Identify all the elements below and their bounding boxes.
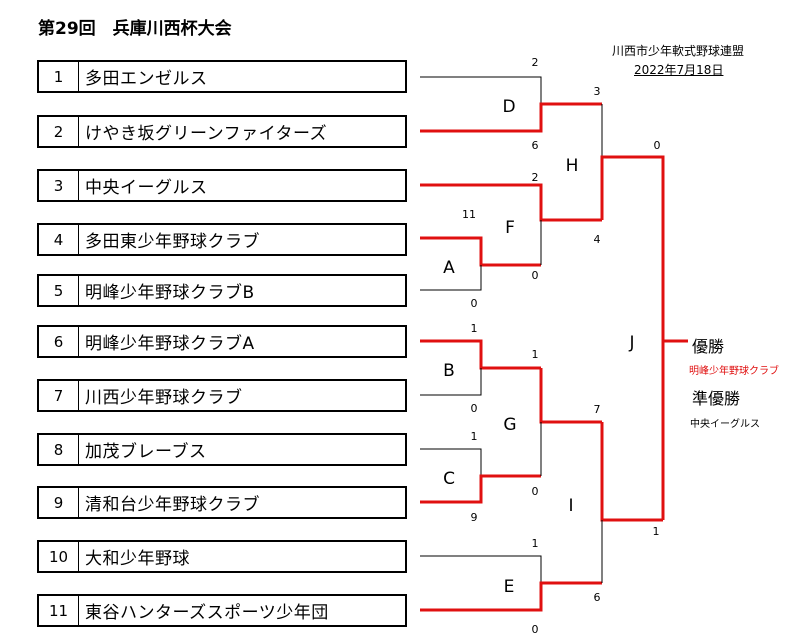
team-number: 4 bbox=[39, 225, 79, 254]
team-number: 2 bbox=[39, 117, 79, 146]
team-name: 清和台少年野球クラブ bbox=[85, 495, 260, 515]
game-g-lines bbox=[539, 368, 602, 476]
game-label-g: G bbox=[503, 415, 516, 435]
team-entry: 11 東谷ハンターズスポーツ少年団 bbox=[37, 594, 407, 627]
game-label-b: B bbox=[443, 361, 455, 381]
game-c-lines bbox=[420, 448, 541, 504]
score: 9 bbox=[471, 511, 478, 524]
tournament-date: 2022年7月18日 bbox=[634, 63, 724, 77]
game-h-lines bbox=[600, 104, 665, 341]
team-name: 多田エンゼルス bbox=[85, 69, 208, 89]
game-f-lines bbox=[420, 183, 602, 265]
score: 1 bbox=[471, 322, 478, 335]
score: 11 bbox=[462, 208, 476, 221]
team-entry: 5 明峰少年野球クラブB bbox=[37, 274, 407, 307]
team-entry: 10 大和少年野球 bbox=[37, 540, 407, 573]
team-name: 中央イーグルス bbox=[85, 178, 208, 198]
team-entry: 8 加茂ブレーブス bbox=[37, 433, 407, 466]
game-j-lines bbox=[661, 339, 688, 520]
tournament-title: 第29回 兵庫川西杯大会 bbox=[38, 19, 232, 39]
team-name: 明峰少年野球クラブB bbox=[85, 283, 255, 303]
score: 7 bbox=[594, 403, 601, 416]
team-entry: 2 けやき坂グリーンファイターズ bbox=[37, 115, 407, 148]
game-label-c: C bbox=[443, 469, 455, 489]
score: 4 bbox=[594, 233, 601, 246]
game-i-lines bbox=[600, 422, 663, 583]
runner-up-label: 準優勝 bbox=[692, 389, 741, 408]
team-name: 明峰少年野球クラブA bbox=[85, 334, 255, 354]
game-label-h: H bbox=[566, 156, 579, 176]
team-name: 川西少年野球クラブ bbox=[85, 388, 243, 408]
game-a-lines bbox=[420, 236, 541, 291]
score: 0 bbox=[471, 402, 478, 415]
team-entry: 1 多田エンゼルス bbox=[37, 60, 407, 93]
score: 1 bbox=[471, 430, 478, 443]
team-entry: 4 多田東少年野球クラブ bbox=[37, 223, 407, 256]
game-d-lines bbox=[420, 76, 602, 133]
team-number: 7 bbox=[39, 381, 79, 410]
champion-label: 優勝 bbox=[692, 337, 725, 356]
team-name: 加茂ブレーブス bbox=[85, 442, 207, 462]
team-entry: 7 川西少年野球クラブ bbox=[37, 379, 407, 412]
score: 2 bbox=[532, 56, 539, 69]
game-label-f: F bbox=[505, 218, 515, 238]
team-number: 6 bbox=[39, 327, 79, 356]
game-b-lines bbox=[420, 339, 541, 396]
team-number: 1 bbox=[39, 62, 79, 91]
team-number: 9 bbox=[39, 488, 79, 517]
team-number: 11 bbox=[39, 596, 79, 625]
score: 1 bbox=[532, 537, 539, 550]
team-name: 大和少年野球 bbox=[85, 549, 190, 569]
game-label-e: E bbox=[504, 577, 515, 597]
team-number: 10 bbox=[39, 542, 79, 571]
score: 0 bbox=[532, 269, 539, 282]
team-name: けやき坂グリーンファイターズ bbox=[85, 124, 328, 144]
champion-team: 明峰少年野球クラブ bbox=[689, 366, 779, 377]
score: 1 bbox=[532, 348, 539, 361]
score: 1 bbox=[653, 525, 660, 538]
score: 2 bbox=[532, 171, 539, 184]
score: 6 bbox=[594, 591, 601, 604]
game-label-a: A bbox=[443, 258, 455, 278]
score: 0 bbox=[654, 139, 661, 152]
score: 0 bbox=[532, 485, 539, 498]
game-e-lines bbox=[420, 555, 602, 612]
team-entry: 3 中央イーグルス bbox=[37, 169, 407, 202]
score: 0 bbox=[532, 623, 539, 636]
score: 3 bbox=[594, 85, 601, 98]
game-label-d: D bbox=[502, 97, 515, 117]
team-entry: 9 清和台少年野球クラブ bbox=[37, 486, 407, 519]
team-number: 8 bbox=[39, 435, 79, 464]
score: 6 bbox=[532, 139, 539, 152]
team-number: 3 bbox=[39, 171, 79, 200]
team-entry: 6 明峰少年野球クラブA bbox=[37, 325, 407, 358]
team-number: 5 bbox=[39, 276, 79, 305]
score: 0 bbox=[471, 297, 478, 310]
game-label-j: J bbox=[628, 333, 634, 353]
organizer: 川西市少年軟式野球連盟 bbox=[612, 44, 745, 58]
team-name: 東谷ハンターズスポーツ少年団 bbox=[85, 603, 329, 623]
runner-up-team: 中央イーグルス bbox=[690, 419, 760, 430]
team-name: 多田東少年野球クラブ bbox=[85, 232, 260, 252]
game-label-i: I bbox=[568, 496, 573, 516]
